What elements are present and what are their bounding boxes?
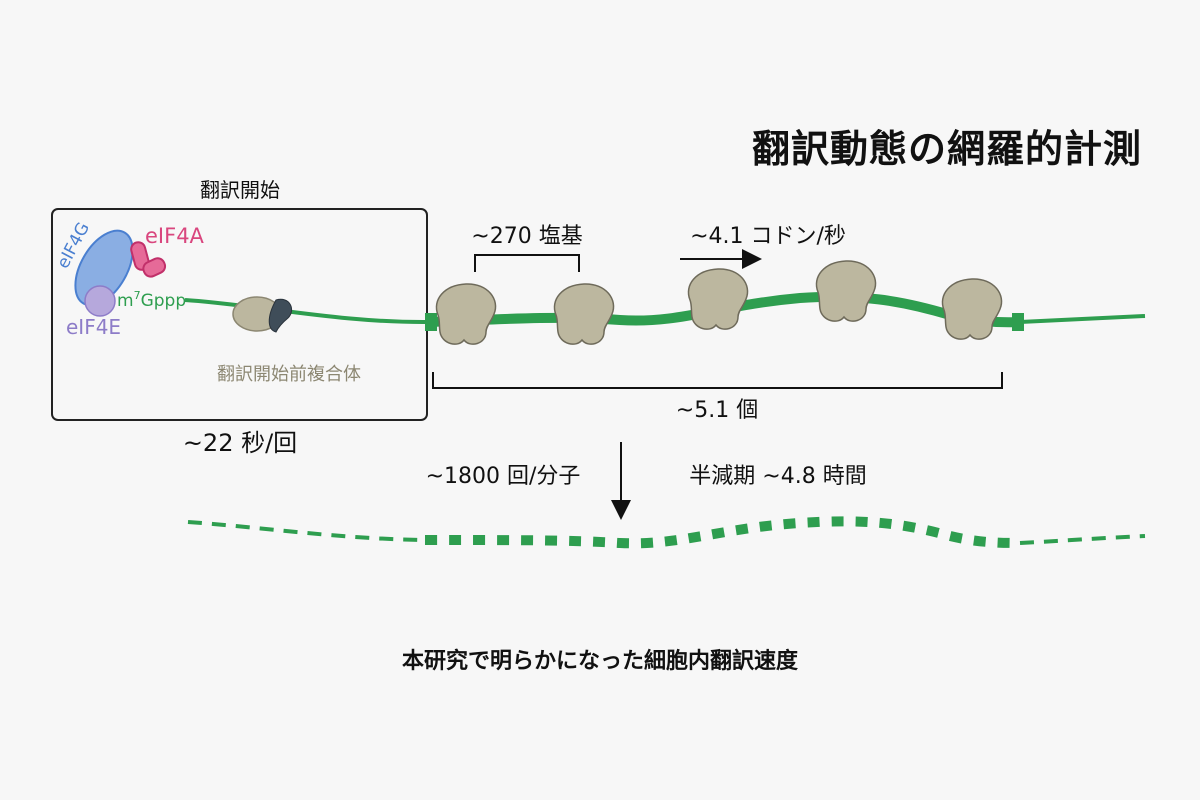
spacing-bracket xyxy=(474,254,580,272)
decay-half-life-label: 半減期 ~4.8 時間 xyxy=(689,464,866,489)
ribosome-count-bracket xyxy=(432,372,1003,389)
initiation-rate: ~22 秒/回 xyxy=(183,429,297,457)
cap-label: m7Gppp xyxy=(117,289,186,311)
stop-marker xyxy=(1012,313,1024,331)
ribosome-count-label: ~5.1 個 xyxy=(676,398,758,423)
eif4a-label: eIF4A xyxy=(145,224,205,248)
preinitiation-complex-factor xyxy=(268,298,292,333)
caption: 本研究で明らかになった細胞内翻訳速度 xyxy=(401,649,798,674)
ribosome xyxy=(941,278,1003,340)
ribosome xyxy=(553,283,615,345)
elongation-speed-label: ~4.1 コドン/秒 xyxy=(690,224,846,249)
preinitiation-complex-label: 翻訳開始前複合体 xyxy=(217,364,361,385)
mrna-5prime-strand xyxy=(184,298,431,325)
ribosome xyxy=(815,260,877,322)
eif4a-shape-right xyxy=(142,257,167,278)
ribosome xyxy=(435,283,497,345)
start-marker xyxy=(425,313,437,331)
ribosome xyxy=(687,268,749,330)
initiation-heading: 翻訳開始 xyxy=(200,178,280,202)
degraded-mrna-3prime xyxy=(1019,534,1146,545)
eif4g-shape xyxy=(74,229,134,307)
eif4e-label: eIF4E xyxy=(66,315,121,339)
degraded-mrna-coding xyxy=(424,516,1021,549)
mrna-3prime-strand xyxy=(1019,314,1146,324)
main-title: 翻訳動態の網羅的計測 xyxy=(751,127,1142,171)
eif4e-shape xyxy=(84,285,116,317)
spacing-label: ~270 塩基 xyxy=(471,224,582,249)
decay-rounds-label: ~1800 回/分子 xyxy=(426,464,581,489)
degraded-mrna-5prime xyxy=(187,520,426,542)
